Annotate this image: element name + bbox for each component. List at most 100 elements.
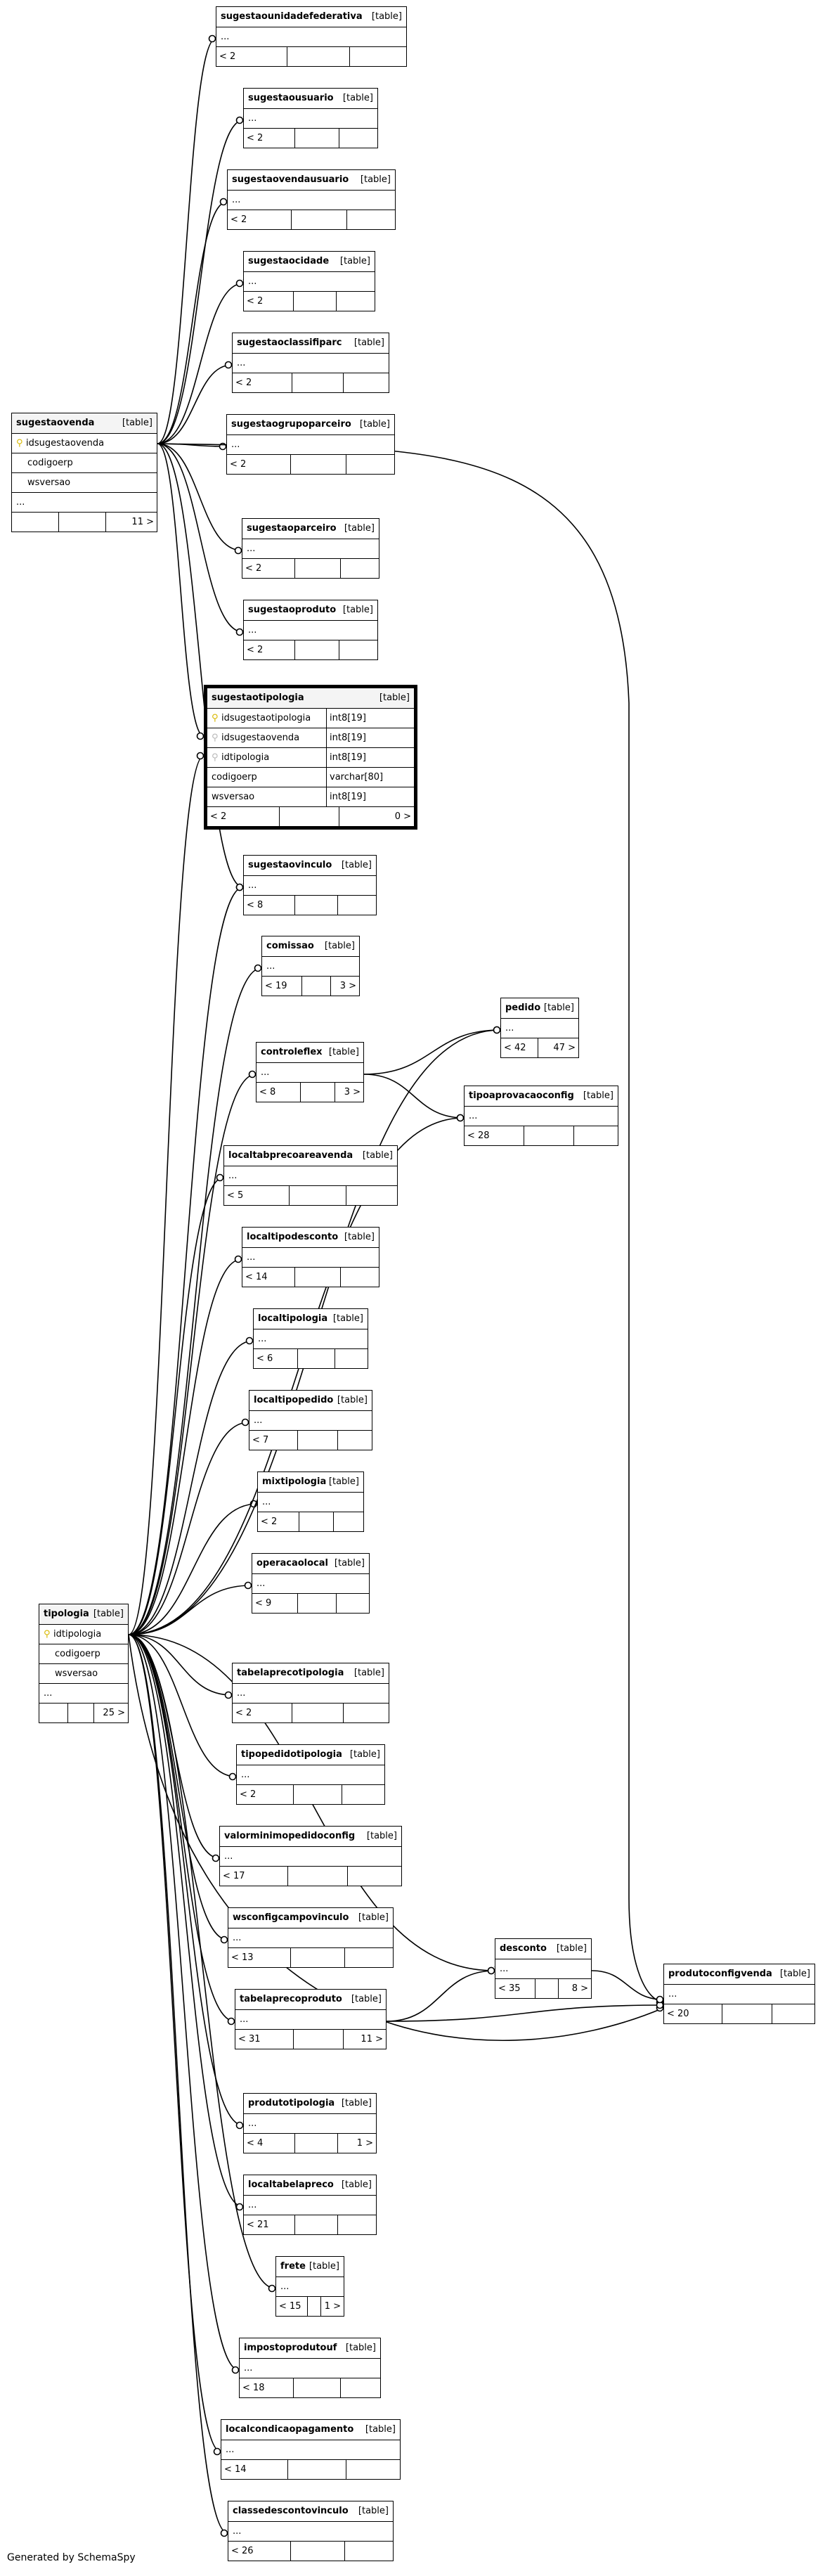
edge-optional-marker — [254, 964, 262, 972]
table-kind: [table] — [122, 418, 152, 428]
footer-empty — [300, 1083, 335, 1102]
table-sugestaovenda[interactable]: sugestaovenda[table] ⚲idsugestaovenda co… — [11, 413, 157, 532]
footer-empty — [287, 1867, 347, 1886]
table-name: sugestaogrupoparceiro — [231, 419, 351, 430]
table-sugestaocidade[interactable]: sugestaocidade[table] ... < 2 — [243, 251, 375, 311]
table-footer: < 28 — [465, 1126, 618, 1145]
table-sugestaoproduto[interactable]: sugestaoproduto[table] ... < 2 — [243, 600, 378, 660]
table-name: produtotipologia — [248, 2098, 335, 2108]
parents-count: < 14 — [245, 1272, 268, 1282]
table-header: mixtipologia[table] — [258, 1472, 363, 1492]
table-mixtipologia[interactable]: mixtipologia[table] ... < 2 — [257, 1471, 364, 1532]
table-sugestaotipologia[interactable]: sugestaotipologia[table] ⚲idsugestaotipo… — [204, 685, 417, 830]
edge-optional-marker — [656, 1998, 664, 2007]
table-kind: [table] — [341, 860, 372, 870]
children-count — [337, 896, 376, 915]
table-valorminimopedidoconfig[interactable]: valorminimopedidoconfig[table] ... < 17 — [219, 1826, 402, 1886]
table-name: mixtipologia — [262, 1476, 327, 1487]
table-impostoprodutouf[interactable]: impostoprodutouf[table] ... < 18 — [239, 2338, 381, 2398]
table-kind: [table] — [360, 174, 391, 185]
table-localtabelapreco[interactable]: localtabelapreco[table] ... < 21 — [243, 2175, 377, 2235]
table-header: tipologia[table] — [39, 1604, 128, 1624]
columns-ellipsis: ... — [237, 1765, 384, 1784]
footer-empty — [294, 2134, 337, 2153]
table-kind: [table] — [93, 1609, 124, 1619]
table-classedescontovinculo[interactable]: classedescontovinculo[table] ... < 26 — [228, 2501, 394, 2561]
footer-empty — [294, 2215, 337, 2234]
table-header: localcondicaopagamento[table] — [221, 2420, 400, 2440]
table-footer: < 8 — [244, 895, 376, 915]
table-tabelaprecotipologia[interactable]: tabelaprecotipologia[table] ... < 2 — [232, 1663, 389, 1723]
parents-count: < 7 — [252, 1435, 269, 1445]
table-produtoconfigvenda[interactable]: produtoconfigvenda[table] ... < 20 — [663, 1964, 815, 2024]
table-sugestaogrupoparceiro[interactable]: sugestaogrupoparceiro[table] ... < 2 — [226, 414, 395, 475]
relationship-edge — [128, 1585, 252, 1635]
table-wsconfigcampovinculo[interactable]: wsconfigcampovinculo[table] ... < 13 — [228, 1907, 394, 1968]
table-name: sugestaotipologia — [212, 693, 304, 703]
edge-optional-marker — [456, 1114, 465, 1122]
children-count — [343, 1704, 389, 1722]
table-sugestaovendausuario[interactable]: sugestaovendausuario[table] ... < 2 — [227, 169, 396, 230]
columns-ellipsis: ... — [254, 1329, 368, 1348]
table-footer: < 2 — [242, 558, 379, 578]
column-type: int8[19] — [326, 728, 414, 747]
parents-count: < 2 — [230, 459, 247, 470]
parents-count: < 20 — [667, 2009, 689, 2019]
children-count — [344, 2542, 393, 2561]
relationship-edge — [128, 1340, 254, 1635]
table-localtipodesconto[interactable]: localtipodesconto[table] ... < 14 — [242, 1227, 379, 1287]
table-localtipologia[interactable]: localtipologia[table] ... < 6 — [253, 1308, 368, 1369]
table-operacaolocal[interactable]: operacaolocal[table] ... < 9 — [252, 1553, 370, 1614]
column-name: idsugestaotipologia — [221, 713, 311, 723]
table-name: sugestaovenda — [16, 418, 95, 428]
table-sugestaoclassifiparc[interactable]: sugestaoclassifiparc[table] ... < 2 — [232, 333, 389, 393]
table-localtabprecoareavenda[interactable]: localtabprecoareavenda[table] ... < 5 — [223, 1145, 398, 1206]
table-footer: < 2 — [228, 210, 395, 229]
columns-ellipsis: ... — [240, 2358, 380, 2378]
table-kind: [table] — [556, 1943, 587, 1954]
relationship-edge — [128, 1422, 249, 1635]
table-kind: [table] — [379, 693, 410, 703]
column-name-cell: ⚲idtipologia — [207, 748, 326, 767]
table-tipopedidotipologia[interactable]: tipopedidotipologia[table] ... < 2 — [236, 1744, 385, 1805]
table-header: classedescontovinculo[table] — [228, 2501, 393, 2521]
table-kind: [table] — [349, 1749, 380, 1760]
table-tipologia[interactable]: tipologia[table] ⚲idtipologia codigoerp … — [39, 1604, 129, 1723]
columns-ellipsis: ... — [465, 1106, 618, 1126]
footer-empty — [722, 2004, 772, 2023]
parents-count: < 35 — [498, 1983, 521, 1994]
table-header: impostoprodutouf[table] — [240, 2338, 380, 2358]
children-count — [337, 1431, 372, 1450]
table-kind: [table] — [342, 93, 373, 103]
table-sugestaoparceiro[interactable]: sugestaoparceiro[table] ... < 2 — [242, 518, 379, 579]
table-tipoaprovacaoconfig[interactable]: tipoaprovacaoconfig[table] ... < 28 — [464, 1086, 618, 1146]
children-count: 1 > — [337, 2134, 376, 2153]
table-kind: [table] — [362, 1150, 393, 1161]
relationship-edge — [157, 443, 664, 2003]
table-localcondicaopagamento[interactable]: localcondicaopagamento[table] ... < 14 — [221, 2419, 401, 2480]
relationship-edge — [128, 755, 204, 1635]
table-header: desconto[table] — [495, 1939, 591, 1959]
table-kind: [table] — [324, 941, 355, 951]
table-kind: [table] — [344, 523, 375, 534]
relationship-edge — [128, 1634, 228, 1940]
relationship-edge — [157, 364, 233, 444]
table-localtipopedido[interactable]: localtipopedido[table] ... < 7 — [249, 1390, 372, 1450]
column-type: int8[19] — [326, 709, 414, 728]
parents-count: < 2 — [240, 1789, 257, 1800]
edge-optional-marker — [487, 1966, 495, 1975]
footer-empty — [293, 2378, 340, 2397]
table-sugestaousuario[interactable]: sugestaousuario[table] ... < 2 — [243, 88, 378, 148]
table-name: operacaolocal — [257, 1558, 328, 1569]
edge-optional-marker — [656, 2001, 664, 2009]
table-name: localtabprecoareavenda — [228, 1150, 353, 1161]
table-sugestaovinculo[interactable]: sugestaovinculo[table] ... < 8 — [243, 855, 377, 915]
table-sugestaounidadefederativa[interactable]: sugestaounidadefederativa[table] ... < 2 — [216, 6, 407, 67]
